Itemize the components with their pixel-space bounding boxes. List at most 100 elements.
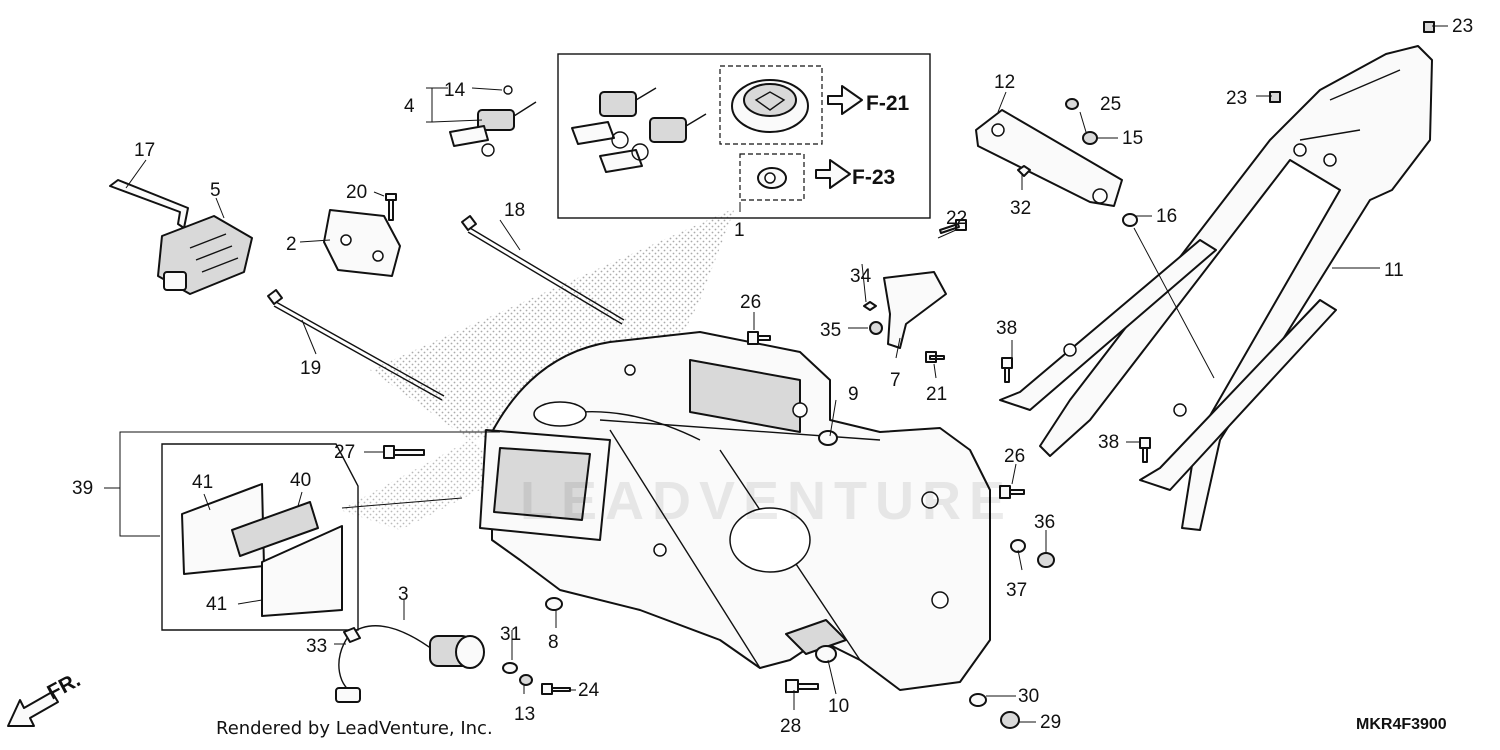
callout-40[interactable]: 40 [290, 470, 311, 491]
callout-4[interactable]: 4 [404, 96, 415, 117]
callout-14[interactable]: 14 [444, 80, 466, 101]
front-direction-arrow: FR. [7, 668, 84, 727]
callout-32[interactable]: 32 [1010, 198, 1031, 219]
air-duct-section[interactable] [479, 429, 611, 541]
part-25-bolt[interactable] [1065, 98, 1079, 110]
callout-18[interactable]: 18 [504, 200, 525, 221]
diagram-code: MKR4F3900 [1356, 716, 1447, 733]
part-20-bolt[interactable] [385, 193, 397, 221]
callout-26-lower[interactable]: 26 [1004, 446, 1025, 467]
fuel-filler-cap-ref[interactable] [731, 79, 809, 133]
part-13-nut[interactable] [519, 674, 533, 686]
callout-7[interactable]: 7 [890, 370, 901, 391]
callout-16[interactable]: 16 [1156, 206, 1177, 227]
key-set-group-box [557, 53, 931, 219]
part-27-bolt[interactable] [383, 445, 425, 459]
callout-10[interactable]: 10 [828, 696, 849, 717]
part-1-key-set[interactable] [571, 87, 707, 173]
callout-29[interactable]: 29 [1040, 712, 1061, 733]
part-14-o-ring[interactable] [503, 85, 513, 95]
callout-3[interactable]: 3 [398, 584, 409, 605]
callout-35[interactable]: 35 [820, 320, 841, 341]
callout-27[interactable]: 27 [334, 442, 355, 463]
callout-28[interactable]: 28 [780, 716, 801, 737]
part-8-washer[interactable] [545, 597, 563, 611]
callout-labels: 1 2 3 4 5 7 8 9 10 11 12 13 14 15 16 17 … [72, 16, 1473, 737]
callout-36[interactable]: 36 [1034, 512, 1055, 533]
callout-41-lower[interactable]: 41 [206, 594, 227, 615]
kit-group-box [161, 443, 359, 631]
main-frame[interactable] [491, 331, 991, 691]
callout-2[interactable]: 2 [286, 234, 297, 255]
part-23-bolt-upper[interactable] [1423, 21, 1435, 33]
callout-34[interactable]: 34 [850, 266, 872, 287]
callout-23-lower[interactable]: 23 [1226, 88, 1247, 109]
part-26-bolt-lower[interactable] [999, 485, 1025, 499]
part-5-control-unit[interactable] [157, 215, 253, 295]
part-29-nut[interactable] [1000, 711, 1020, 729]
part-12-stay-bracket[interactable] [975, 109, 1123, 207]
part-11-rear-subframe[interactable] [999, 45, 1433, 531]
leader-lines [104, 25, 1448, 723]
part-40-pad[interactable] [231, 501, 319, 557]
callout-26-upper[interactable]: 26 [740, 292, 761, 313]
part-34-nut[interactable] [863, 301, 877, 311]
part-26-bolt-upper[interactable] [747, 331, 771, 345]
part-22-bolt[interactable] [939, 219, 967, 234]
part-15-nut[interactable] [1082, 131, 1098, 145]
part-10-collar[interactable] [785, 619, 847, 663]
callout-11[interactable]: 11 [1384, 260, 1404, 281]
callout-41-upper[interactable]: 41 [192, 472, 213, 493]
part-17-band[interactable] [109, 179, 189, 229]
callout-38-lower[interactable]: 38 [1098, 432, 1119, 453]
callout-17[interactable]: 17 [134, 140, 155, 161]
callout-25[interactable]: 25 [1100, 94, 1121, 115]
callout-1[interactable]: 1 [734, 220, 745, 241]
ignition-cylinder-sub-box [739, 153, 805, 201]
part-24-bolt[interactable] [541, 683, 571, 695]
arrow-f21 [827, 85, 863, 115]
part-38-bolt-upper[interactable] [1001, 357, 1013, 383]
callout-31[interactable]: 31 [500, 624, 521, 645]
part-23-bolt-lower[interactable] [1269, 91, 1281, 103]
callout-8[interactable]: 8 [548, 632, 559, 653]
part-21-bolt[interactable] [925, 351, 945, 363]
callout-21[interactable]: 21 [926, 384, 947, 405]
callout-9[interactable]: 9 [848, 384, 859, 405]
part-28-bolt[interactable] [785, 679, 819, 693]
callout-12[interactable]: 12 [994, 72, 1015, 93]
ref-f21[interactable]: F-21 [866, 92, 910, 115]
callout-39[interactable]: 39 [72, 478, 93, 499]
part-9-washer[interactable] [818, 430, 838, 446]
callout-22[interactable]: 22 [946, 208, 967, 229]
part-2-mount-bracket[interactable] [323, 209, 401, 277]
callout-15[interactable]: 15 [1122, 128, 1143, 149]
callout-19[interactable]: 19 [300, 358, 321, 379]
part-38-bolt-lower[interactable] [1139, 437, 1151, 463]
callout-38-upper[interactable]: 38 [996, 318, 1017, 339]
part-41-pad-lower[interactable] [261, 525, 343, 617]
part-36-nut[interactable] [1037, 552, 1055, 568]
callout-20[interactable]: 20 [346, 182, 367, 203]
part-18-long-bolt[interactable] [461, 215, 625, 325]
part-31-washer[interactable] [502, 662, 518, 674]
part-16-washer[interactable] [1122, 213, 1138, 227]
part-35-nut[interactable] [869, 321, 883, 335]
ref-f23[interactable]: F-23 [852, 166, 895, 189]
callout-13[interactable]: 13 [514, 704, 535, 725]
ignition-cylinder-ref[interactable] [757, 167, 787, 189]
callout-33[interactable]: 33 [306, 636, 327, 657]
callout-30[interactable]: 30 [1018, 686, 1039, 707]
callout-37[interactable]: 37 [1006, 580, 1027, 601]
part-7-bracket[interactable] [883, 271, 947, 349]
callout-5[interactable]: 5 [210, 180, 221, 201]
part-30-washer[interactable] [969, 693, 987, 707]
part-4-key-blank[interactable] [449, 101, 537, 157]
callout-24[interactable]: 24 [578, 680, 600, 701]
part-33-clip[interactable] [343, 627, 361, 643]
part-3-sensor-harness[interactable] [335, 625, 485, 703]
part-19-long-bolt[interactable] [267, 289, 445, 401]
callout-23-upper[interactable]: 23 [1452, 16, 1473, 37]
watermark: LEADVENTURE [520, 471, 1014, 531]
